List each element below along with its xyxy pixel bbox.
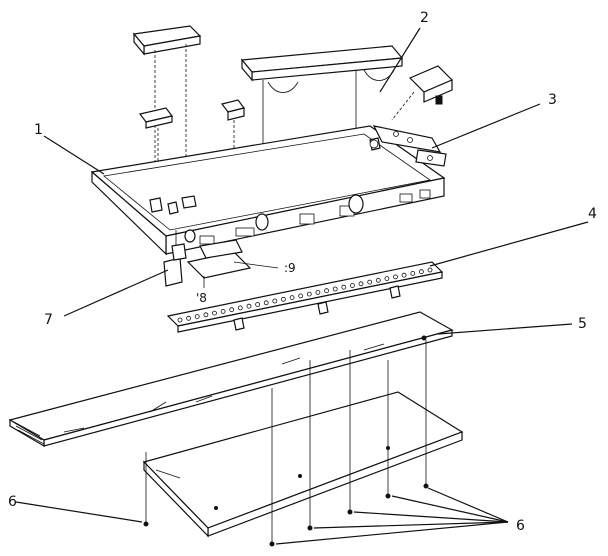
strip-hole — [263, 300, 269, 306]
screws-part-6 — [143, 340, 429, 547]
callout-3: 3 — [548, 92, 557, 108]
strip-hole — [246, 303, 252, 309]
callout-labels: 1 2 3 4 5 6 6 7 '8 :9 — [8, 10, 597, 534]
strip-hole — [384, 276, 390, 282]
strip-hole — [418, 269, 424, 275]
callout-9: :9 — [284, 261, 296, 275]
leader-lines — [15, 27, 589, 545]
strip-hole — [315, 289, 321, 295]
strip-hole — [237, 305, 243, 311]
strip-hole — [280, 296, 286, 302]
strip-hole — [203, 312, 209, 318]
callout-6-left: 6 — [8, 494, 17, 510]
strip-hole — [255, 302, 261, 307]
strip-hole — [367, 279, 373, 285]
strip-hole — [194, 314, 200, 320]
strip-hole — [410, 270, 416, 276]
strip-hole — [427, 267, 433, 273]
callout-6-right: 6 — [516, 518, 525, 534]
small-board-parts-8-9 — [186, 239, 279, 288]
top-left-cap — [132, 25, 202, 212]
strip-holes — [177, 267, 433, 323]
callout-7: 7 — [44, 312, 53, 328]
callout-1: 1 — [34, 122, 43, 138]
strip-hole — [349, 283, 355, 288]
strip-hole — [358, 281, 364, 287]
strip-hole — [393, 274, 398, 280]
strip-hole — [220, 308, 226, 314]
strip-hole — [272, 298, 278, 304]
screw — [385, 360, 391, 499]
plate-end-hatching — [13, 421, 45, 445]
strip-hole — [289, 295, 295, 301]
screw — [307, 360, 313, 531]
callout-2: 2 — [420, 10, 429, 26]
top-right-cap — [391, 65, 454, 121]
post-part-7 — [163, 230, 187, 287]
strip-hole — [375, 277, 381, 283]
callout-5: 5 — [578, 316, 587, 332]
strip-hole — [298, 293, 304, 299]
callout-4: 4 — [588, 206, 597, 222]
screw — [143, 452, 149, 527]
strip-hole — [177, 317, 183, 323]
strip-hole — [401, 272, 407, 278]
screw — [347, 350, 353, 515]
strip-hole — [341, 284, 347, 290]
strip-hole — [186, 315, 192, 321]
top-long-cap — [240, 45, 404, 220]
chassis-front-tabs — [199, 189, 431, 245]
screw — [269, 388, 275, 547]
screw — [423, 340, 429, 489]
bottom-cover — [142, 391, 464, 538]
perforated-strip-part-4 — [166, 261, 444, 333]
strip-hole — [306, 291, 312, 297]
strip-hole — [332, 286, 338, 292]
callout-8: '8 — [196, 291, 207, 305]
main-chassis-part-1 — [90, 125, 446, 256]
strip-hole — [324, 288, 330, 294]
strip-hole — [229, 307, 235, 313]
strip-hole — [212, 310, 217, 316]
bracket-part-3 — [372, 125, 447, 167]
